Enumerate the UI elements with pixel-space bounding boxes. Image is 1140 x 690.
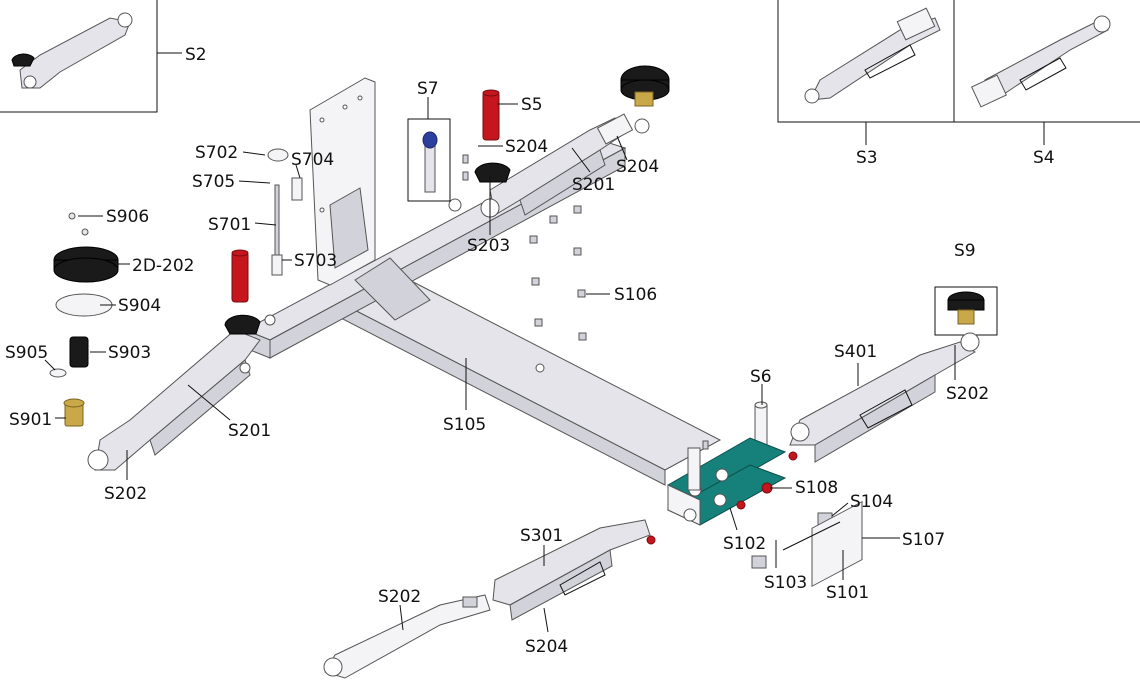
label-s2: S2	[185, 45, 207, 65]
label-s301: S301	[520, 526, 563, 546]
label-s108: S108	[795, 478, 838, 498]
label-s201-left: S201	[228, 421, 271, 441]
label-s202-bottom: S202	[378, 587, 421, 607]
inset-s4-arm	[970, 15, 1111, 108]
label-s203: S203	[467, 236, 510, 256]
label-s103: S103	[764, 573, 807, 593]
teal-bracket	[666, 437, 787, 526]
arm-s202-bottom	[323, 594, 491, 679]
right-arm-s201	[474, 113, 650, 218]
label-s5: S5	[521, 95, 543, 115]
label-s905: S905	[5, 343, 48, 363]
label-s705: S705	[192, 172, 235, 192]
s7-detail	[407, 118, 451, 202]
label-s704: S704	[291, 150, 334, 170]
bolts-s106	[462, 154, 709, 450]
label-s102: S102	[723, 534, 766, 554]
label-s401: S401	[834, 342, 877, 362]
left-arm-s201	[87, 314, 261, 471]
label-s9: S9	[954, 241, 976, 261]
callout-labels: S2 S3 S4 S7 S5 S204 S204 S201 S203 S702 …	[5, 45, 1055, 657]
label-s703: S703	[294, 251, 337, 271]
red-pin-left	[231, 249, 249, 303]
label-s204-top: S204	[505, 137, 548, 157]
label-s105: S105	[443, 415, 486, 435]
pin-s701	[267, 148, 303, 276]
label-s701: S701	[208, 215, 251, 235]
label-s903: S903	[108, 343, 151, 363]
pad-top	[620, 65, 670, 107]
label-s201-right: S201	[572, 175, 615, 195]
small-parts-s104-s107	[751, 500, 863, 588]
arm-s301	[492, 519, 656, 621]
label-s104: S104	[850, 492, 893, 512]
leader-lines	[44, 97, 956, 633]
inset-s3-arm	[804, 7, 941, 104]
label-s7: S7	[417, 79, 439, 99]
label-s106: S106	[614, 285, 657, 305]
label-s702: S702	[195, 143, 238, 163]
label-s202-left: S202	[104, 484, 147, 504]
label-s107: S107	[902, 530, 945, 550]
left-stack	[49, 212, 119, 427]
label-s904: S904	[118, 296, 161, 316]
inset-s3-s4	[777, 0, 1140, 145]
label-s6: S6	[750, 367, 772, 387]
arm-s401	[788, 332, 980, 463]
inset-s2-arm	[11, 12, 133, 89]
label-s3: S3	[856, 148, 878, 168]
label-s101: S101	[826, 583, 869, 603]
label-s4: S4	[1033, 148, 1055, 168]
label-s901: S901	[9, 410, 52, 430]
red-pin-s5	[482, 89, 500, 141]
label-s202-right: S202	[946, 384, 989, 404]
s9-detail	[934, 286, 998, 336]
label-s204-bottom: S204	[525, 637, 568, 657]
label-s204-right: S204	[616, 157, 659, 177]
label-s906: S906	[106, 207, 149, 227]
label-2d-202: 2D-202	[132, 256, 195, 276]
inset-s2	[0, 0, 182, 113]
pin-s6	[754, 401, 768, 446]
